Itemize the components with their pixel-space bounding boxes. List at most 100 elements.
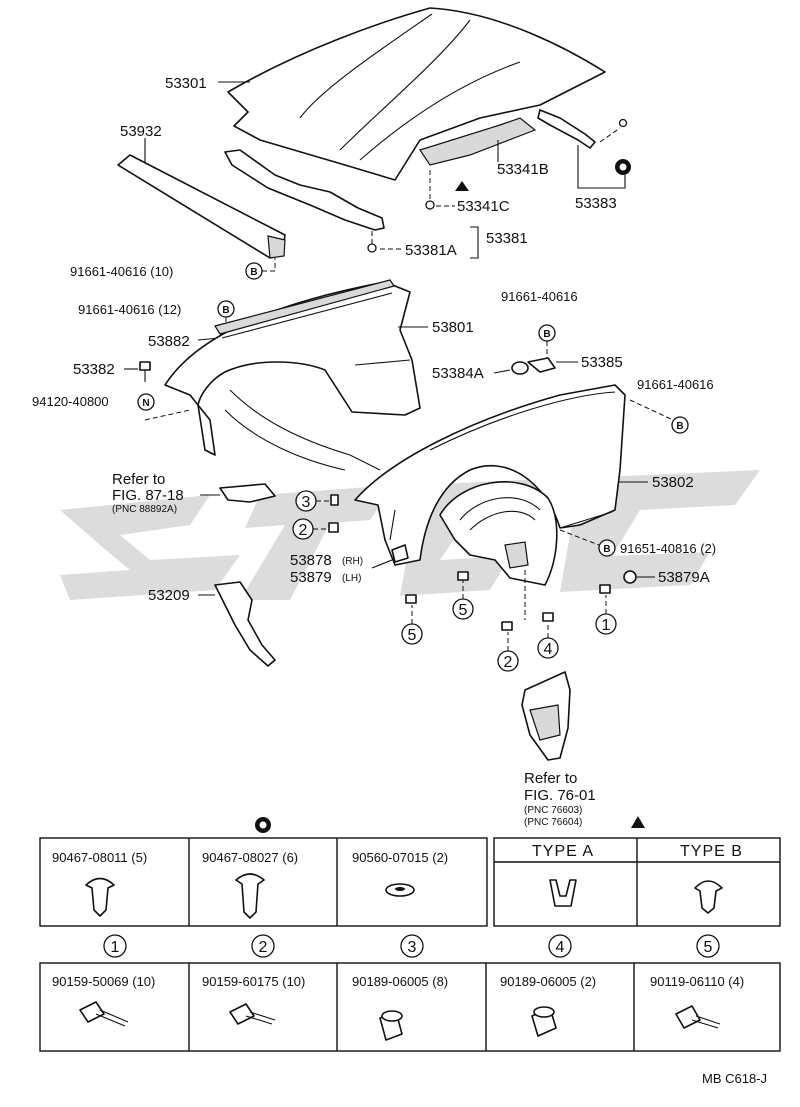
refer2-line3: (PNC 76603) bbox=[524, 805, 582, 816]
b-marker-icon bbox=[671, 416, 689, 434]
bracket-53878-icon bbox=[391, 544, 409, 563]
label-53932: 53932 bbox=[120, 123, 162, 140]
label-53381: 53381 bbox=[486, 230, 528, 247]
callout-1 bbox=[103, 934, 127, 958]
label-lh: (LH) bbox=[342, 573, 361, 584]
bolt-53382-icon bbox=[139, 361, 151, 371]
callout-2 bbox=[251, 934, 275, 958]
b-marker-icon bbox=[598, 539, 616, 557]
fender-apron bbox=[144, 389, 381, 471]
tapping-screw-icon bbox=[229, 1003, 276, 1025]
refer2-line4: (PNC 76604) bbox=[524, 817, 582, 828]
clip-part-3: 90560-07015 (2) bbox=[352, 850, 448, 865]
nut-icon bbox=[330, 494, 339, 506]
type-b-header: TYPE B bbox=[680, 843, 743, 860]
bolt-icon bbox=[457, 571, 469, 581]
triangle-marker-icon bbox=[631, 816, 645, 828]
refer2-line1: Refer to bbox=[524, 770, 577, 787]
label-53381A: 53381A bbox=[405, 242, 457, 259]
cushion-53384A-icon bbox=[511, 361, 529, 375]
label-91651: 91651-40816 (2) bbox=[620, 541, 716, 556]
clip-table: 90467-08011 (5) 90467-08027 (6) 90560-07… bbox=[39, 837, 488, 927]
fender-left-53801 bbox=[164, 279, 421, 456]
bracket-53209 bbox=[214, 581, 276, 667]
label-53879: 53879 bbox=[290, 569, 332, 586]
bolt-part-1: 90159-50069 (10) bbox=[52, 974, 155, 989]
clip-53341C-icon bbox=[425, 200, 435, 210]
callout-3 bbox=[400, 934, 424, 958]
clip-53381A-icon bbox=[367, 243, 377, 253]
callout-4 bbox=[548, 934, 572, 958]
hood-panel bbox=[227, 7, 606, 181]
label-91661-right: 91661-40616 bbox=[637, 377, 714, 392]
bolt-part-5: 90119-06110 (4) bbox=[650, 974, 744, 989]
tapping-screw-icon bbox=[79, 1001, 129, 1027]
svg-text:5: 5 bbox=[704, 939, 713, 956]
svg-text:2: 2 bbox=[259, 939, 268, 956]
svg-text:B: B bbox=[676, 421, 683, 432]
svg-text:3: 3 bbox=[408, 939, 417, 956]
fender-liner bbox=[439, 481, 558, 620]
refer2-line2: FIG. 76-01 bbox=[524, 787, 596, 804]
label-53878: 53878 bbox=[290, 552, 332, 569]
push-clip-icon bbox=[85, 877, 115, 917]
type-b-clip-icon bbox=[694, 880, 723, 914]
svg-text:B: B bbox=[543, 329, 550, 340]
bolt-icon bbox=[405, 594, 417, 604]
label-53341C: 53341C bbox=[457, 198, 510, 215]
label-53882: 53882 bbox=[148, 333, 190, 350]
label-53801: 53801 bbox=[432, 319, 474, 336]
bolt-part-4: 90189-06005 (2) bbox=[500, 974, 596, 989]
bracket-88892A bbox=[219, 483, 276, 503]
screw-icon bbox=[501, 621, 513, 631]
svg-text:2: 2 bbox=[299, 522, 308, 539]
svg-text:4: 4 bbox=[556, 939, 565, 956]
svg-text:4: 4 bbox=[544, 641, 553, 658]
label-53301: 53301 bbox=[165, 75, 207, 92]
label-53341B: 53341B bbox=[497, 161, 549, 178]
clip-part-1: 90467-08011 (5) bbox=[52, 850, 147, 865]
svg-text:5: 5 bbox=[459, 602, 468, 619]
hood-seal-53932 bbox=[117, 154, 286, 259]
clip-part-2: 90467-08027 (6) bbox=[202, 850, 298, 865]
label-91661-12: 91661-40616 (12) bbox=[78, 302, 181, 317]
grommet-53879A-icon bbox=[623, 570, 637, 584]
svg-text:2: 2 bbox=[504, 654, 513, 671]
bracket-53385-icon bbox=[527, 357, 556, 373]
label-rh: (RH) bbox=[342, 556, 363, 567]
label-91661-top: 91661-40616 bbox=[501, 289, 578, 304]
label-94120: 94120-40800 bbox=[32, 394, 109, 409]
screw-icon bbox=[328, 522, 339, 533]
n-marker-icon bbox=[137, 393, 155, 411]
screw-icon bbox=[599, 584, 611, 594]
watermark-logo bbox=[60, 470, 760, 600]
label-91661-10: 91661-40616 (10) bbox=[70, 264, 173, 279]
nut-icon bbox=[542, 612, 554, 622]
svg-text:1: 1 bbox=[111, 939, 120, 956]
label-53385: 53385 bbox=[581, 354, 623, 371]
nut-clip-icon bbox=[531, 1006, 557, 1037]
svg-text:B: B bbox=[250, 267, 257, 278]
refer1-line1: Refer to bbox=[112, 471, 165, 488]
type-table: TYPE A TYPE B bbox=[493, 837, 781, 927]
type-a-clip-icon bbox=[549, 879, 577, 907]
label-53209: 53209 bbox=[148, 587, 190, 604]
refer1-line3: (PNC 88892A) bbox=[112, 504, 177, 515]
bolt-part-3: 90189-06005 (8) bbox=[352, 974, 448, 989]
svg-text:3: 3 bbox=[302, 494, 311, 511]
svg-text:B: B bbox=[222, 305, 229, 316]
bolt-part-2: 90159-60175 (10) bbox=[202, 974, 305, 989]
stay-pin-icon bbox=[618, 118, 628, 128]
nut-clip-icon bbox=[379, 1010, 403, 1041]
hood-hinge-bracket bbox=[224, 149, 385, 231]
bolt-table: 1 2 3 4 5 90159-50069 (10) 90159-60175 (… bbox=[39, 934, 781, 1052]
svg-text:1: 1 bbox=[602, 617, 611, 634]
svg-text:N: N bbox=[142, 398, 149, 409]
hood-stay-53383 bbox=[537, 109, 596, 149]
label-53879A: 53879A bbox=[658, 569, 710, 586]
bracket-53381 bbox=[470, 226, 479, 259]
label-53382: 53382 bbox=[73, 361, 115, 378]
flange-bolt-icon bbox=[675, 1005, 721, 1029]
